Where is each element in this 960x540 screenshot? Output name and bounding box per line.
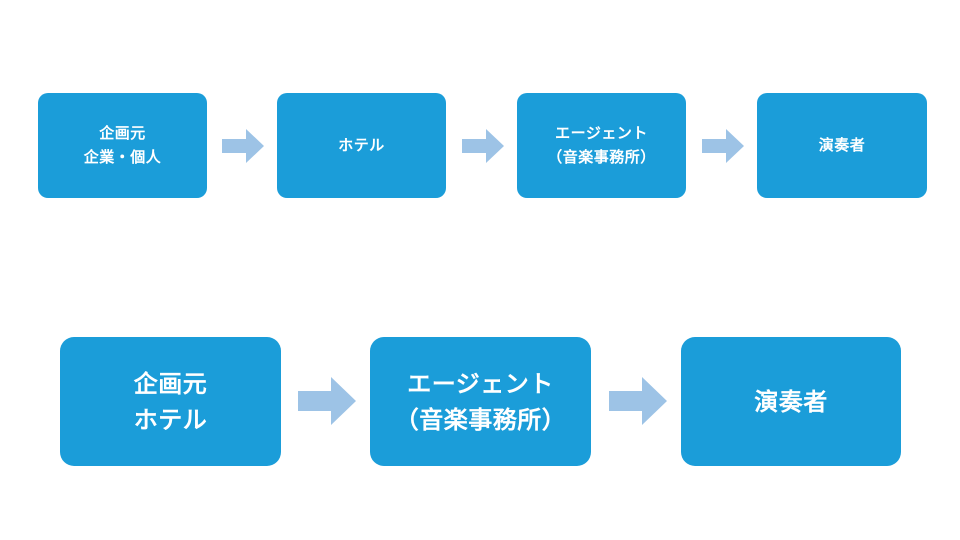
flow-node-label-line1: 企画元	[133, 369, 208, 398]
flow-node-label-line2: （音楽事務所）	[547, 147, 656, 166]
flow-node-label-line1: 企画元	[99, 124, 146, 143]
flow-node-label-line1: 演奏者	[754, 387, 828, 416]
flow-node-label-line1: 演奏者	[818, 135, 866, 154]
flow-node-label-line2: ホテル	[133, 405, 208, 434]
flow-node-performer[interactable]: 演奏者	[757, 93, 927, 198]
flow-node-agent-music-office[interactable]: エージェント （音楽事務所）	[517, 93, 686, 198]
flow-node-label-line1: ホテル	[338, 135, 385, 154]
right-arrow-icon	[222, 128, 264, 164]
flow-node-performer[interactable]: 演奏者	[681, 337, 901, 466]
right-arrow-icon	[462, 128, 504, 164]
flow-node-kikakumoto-kigyo-kojin[interactable]: 企画元 企業・個人	[38, 93, 207, 198]
flow-node-agent-music-office[interactable]: エージェント （音楽事務所）	[370, 337, 591, 466]
flow-node-hotel[interactable]: ホテル	[277, 93, 446, 198]
flow-node-label-line2: 企業・個人	[83, 147, 162, 166]
right-arrow-icon	[702, 128, 744, 164]
right-arrow-icon	[609, 376, 667, 426]
right-arrow-icon	[298, 376, 356, 426]
flow-node-label-line2: （音楽事務所）	[394, 405, 567, 434]
flow-node-label-line1: エージェント	[555, 124, 648, 143]
flow-node-label-line1: エージェント	[407, 369, 554, 398]
flow-node-kikakumoto-hotel[interactable]: 企画元 ホテル	[60, 337, 281, 466]
